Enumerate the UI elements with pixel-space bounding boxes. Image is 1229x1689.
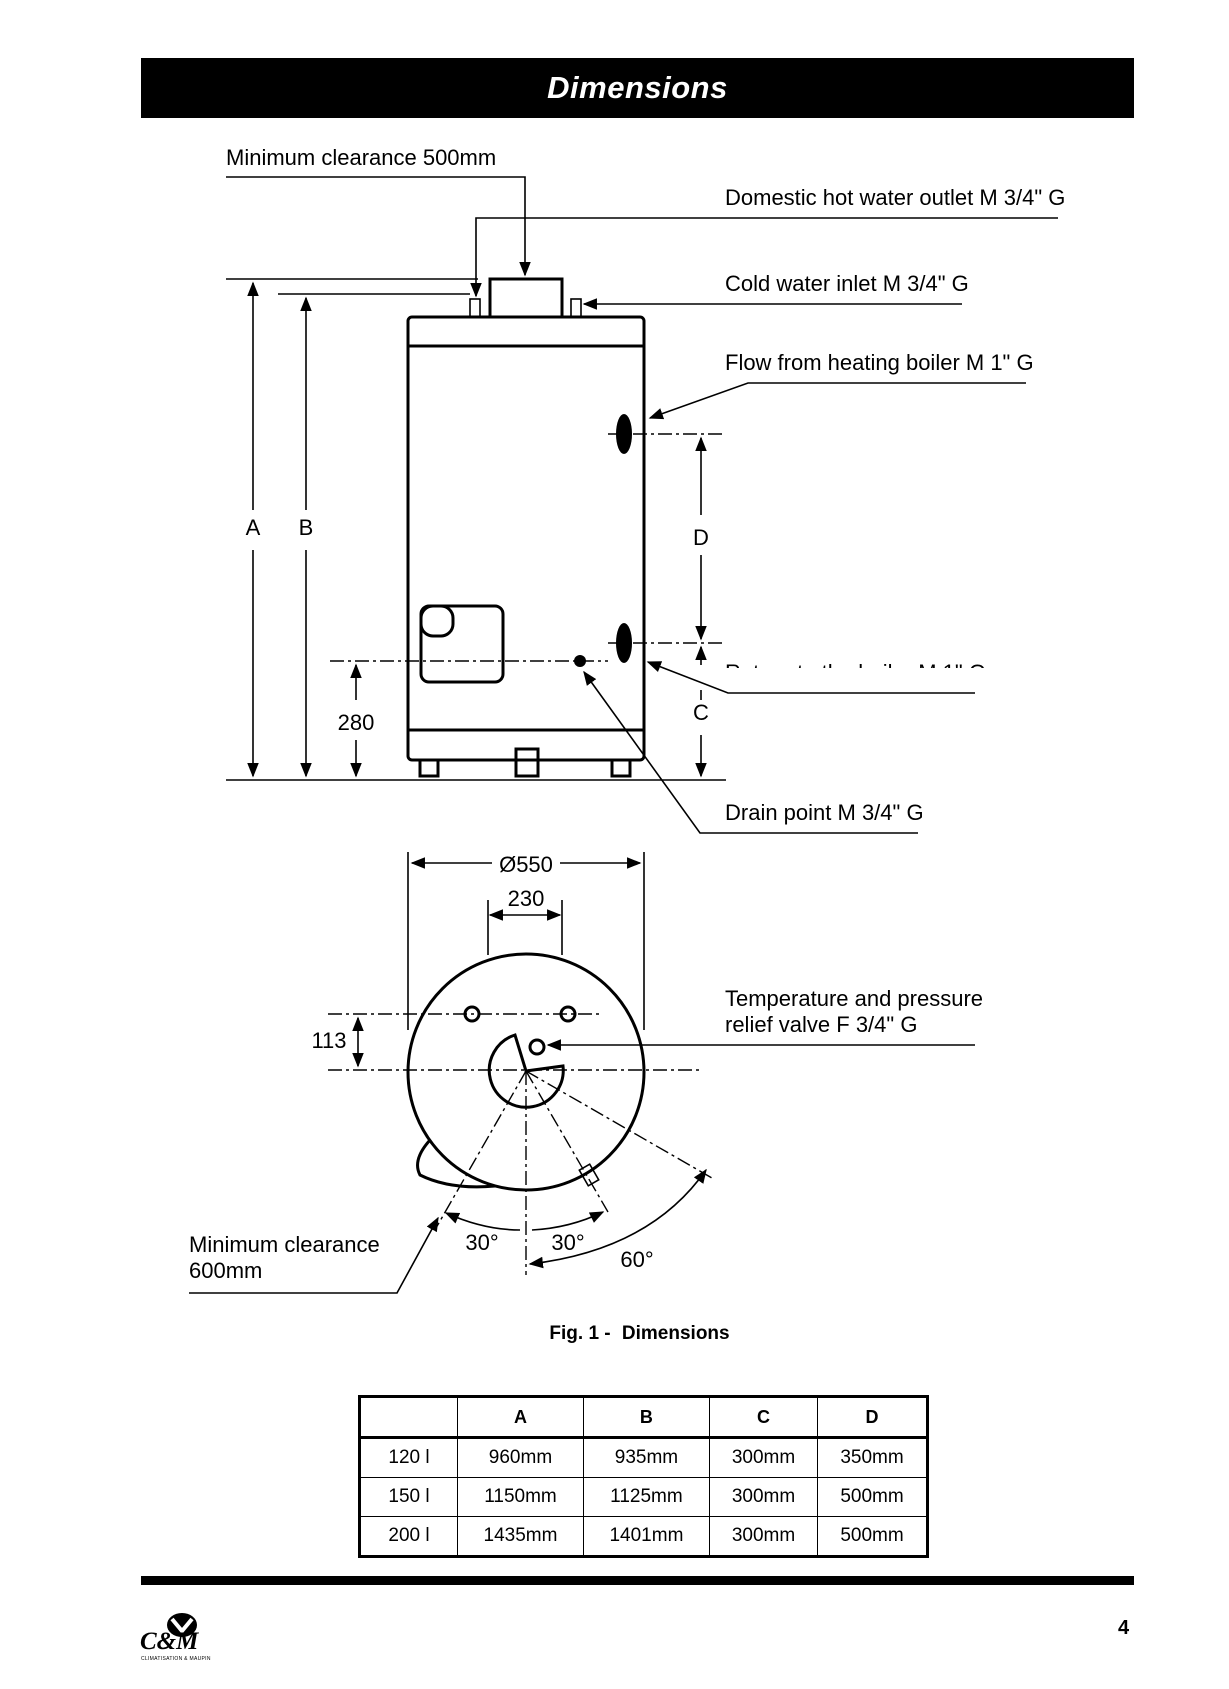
- table-row: 150 l 1150mm 1125mm 300mm 500mm: [359, 1477, 928, 1517]
- section-title: Dimensions: [547, 70, 728, 105]
- angle-30-left-label: 30°: [465, 1230, 498, 1255]
- dimensions-table: A B C D 120 l 960mm 935mm 300mm 350mm 15…: [358, 1395, 929, 1558]
- min-clearance-bottom-label-line2: 600mm: [189, 1258, 262, 1283]
- table-cell: 300mm: [708, 1516, 819, 1557]
- angle-60-label: 60°: [620, 1247, 653, 1272]
- table-cell: 1401mm: [582, 1516, 710, 1557]
- table-row: 200 l 1435mm 1401mm 300mm 500mm: [359, 1516, 928, 1557]
- dim-280-label: 280: [338, 710, 375, 735]
- footer-rule: [141, 1576, 1134, 1585]
- table-cell: 300mm: [708, 1437, 819, 1478]
- dim-b-label: B: [299, 515, 314, 540]
- table-cell: 120 l: [359, 1437, 458, 1478]
- brand-logo-subtext: CLIMATISATION & MAUPIN: [141, 1656, 211, 1662]
- drain-label: Drain point M 3/4" G: [725, 800, 924, 825]
- figure-caption: Fig. 1 - Dimensions: [0, 1323, 1229, 1345]
- table-header-row: A B C D: [359, 1396, 928, 1439]
- table-header-cell: B: [582, 1396, 710, 1439]
- cylinder-plan-view: Ø550 230: [328, 852, 713, 1275]
- relief-valve-label-line1: Temperature and pressure: [725, 986, 983, 1011]
- table-row: 120 l 960mm 935mm 300mm 350mm: [359, 1437, 928, 1478]
- relief-valve-label-line2: relief valve F 3/4" G: [725, 1012, 917, 1037]
- table-cell: 960mm: [457, 1437, 584, 1478]
- figure-caption-title: Dimensions: [621, 1323, 730, 1344]
- brand-logo-icon: [167, 1613, 197, 1637]
- dim-d-label: D: [693, 525, 709, 550]
- page-number: 4: [1118, 1617, 1130, 1639]
- table-header-cell: A: [457, 1396, 584, 1439]
- table-cell: 1125mm: [582, 1477, 710, 1517]
- table-cell: 150 l: [359, 1477, 458, 1517]
- flow-label: Flow from heating boiler M 1" G: [725, 350, 1034, 375]
- cylinder-front-view: [330, 277, 726, 778]
- table-cell: 1150mm: [457, 1477, 584, 1517]
- figure-caption-prefix: Fig. 1 -: [549, 1323, 611, 1344]
- table-cell: 500mm: [817, 1516, 928, 1557]
- table-header-cell: [359, 1396, 458, 1439]
- hot-outlet-label: Domestic hot water outlet M 3/4" G: [725, 185, 1065, 210]
- dim-113-label: 113: [311, 1028, 346, 1053]
- table-cell: 200 l: [359, 1516, 458, 1557]
- dim-c-label: C: [693, 700, 709, 725]
- dim-230-label: 230: [508, 886, 545, 911]
- angle-30-right-label: 30°: [551, 1230, 584, 1255]
- table-cell: 350mm: [817, 1437, 928, 1478]
- table-cell: 500mm: [817, 1477, 928, 1517]
- table-header-cell: C: [708, 1396, 819, 1439]
- dim-a-label: A: [246, 515, 261, 540]
- brand-logo-text: C&M: [140, 1628, 199, 1655]
- section-header: Dimensions: [141, 58, 1134, 118]
- min-clearance-top-label: Minimum clearance 500mm: [226, 145, 496, 170]
- table-header-cell: D: [817, 1396, 928, 1439]
- table-cell: 300mm: [708, 1477, 819, 1517]
- dim-diameter-label: Ø550: [499, 852, 553, 877]
- cold-inlet-label: Cold water inlet M 3/4" G: [725, 271, 969, 296]
- table-cell: 1435mm: [457, 1516, 584, 1557]
- min-clearance-bottom-label-line1: Minimum clearance: [189, 1232, 380, 1257]
- table-cell: 935mm: [582, 1437, 710, 1478]
